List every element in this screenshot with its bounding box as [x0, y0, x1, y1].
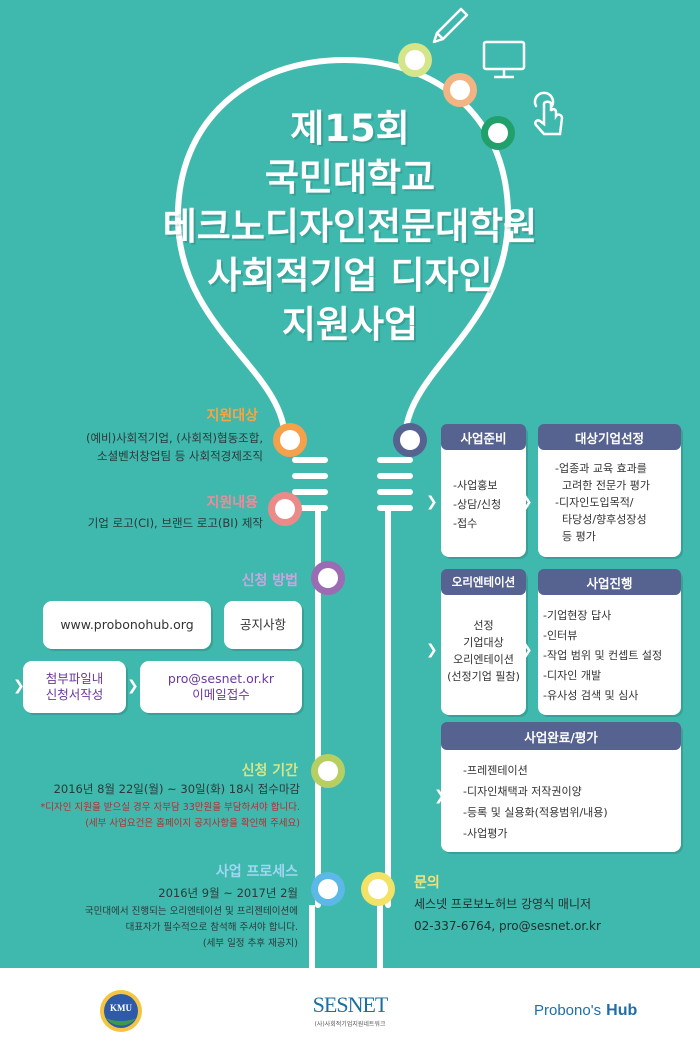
contact-line-1: 세스넷 프로보노허브 강영식 매니저	[414, 897, 592, 911]
email-submit-box[interactable]: pro@sesnet.or.kr 이메일접수	[140, 661, 302, 713]
hub-text: Hub	[606, 1002, 638, 1019]
process-notes: 국민대에서 진행되는 오리엔테이션 및 프리젠테이션에 대표자가 필수적으로 참…	[0, 904, 298, 952]
kmu-logo: KMU	[98, 988, 144, 1034]
complete-title: 사업완료/평가	[441, 722, 681, 750]
target-text: (예비)사회적기업, (사회적)협동조합, 소셜벤처창업팀 등 사회적경제조직	[3, 429, 263, 465]
notice-link[interactable]: 공지사항	[224, 601, 302, 649]
node-period	[311, 754, 345, 788]
title-line-2: 국민대학교	[264, 156, 436, 199]
select-item-1: -업종과 교육 효과를	[555, 462, 647, 475]
progress-item-1: -기업현장 답사	[543, 609, 612, 622]
prep-title: 사업준비	[441, 424, 526, 450]
probono-text: Probono's	[534, 1002, 602, 1019]
complete-body: -프레젠테이션 -디자인채택과 저작권이양 -등록 및 실용화(적용범위/내용)…	[463, 760, 608, 844]
attach-form-box: 첨부파일내 신청서작성	[23, 661, 126, 713]
target-line-2: 소셜벤처창업팀 등 사회적경제조직	[96, 449, 263, 463]
period-text: 2016년 8월 22일(월) ~ 30일(화) 18시 접수마감	[53, 782, 300, 796]
email-line-2: 이메일접수	[192, 687, 250, 702]
process-text: 2016년 9월 ~ 2017년 2월	[158, 886, 298, 900]
select-item-3: -디자인도입목적/	[555, 496, 634, 509]
progress-title: 사업진행	[538, 569, 681, 595]
complete-item-3: -등록 및 실용화(적용범위/내용)	[463, 806, 608, 819]
select-title: 대상기업선정	[538, 424, 681, 450]
kmu-emblem-icon	[100, 990, 142, 1032]
node-content	[268, 492, 302, 526]
top-node-peach	[443, 73, 477, 107]
prep-item-3: -접수	[453, 517, 478, 530]
select-item-5: 등 평가	[555, 530, 596, 543]
orientation-item-3: 오리엔테이션	[453, 653, 514, 666]
website-link[interactable]: www.probonohub.org	[43, 601, 211, 649]
top-node-lime	[398, 43, 432, 77]
node-process	[311, 872, 345, 906]
progress-item-4: -디자인 개발	[543, 669, 602, 682]
title-line-4: 사회적기업 디자인	[207, 254, 493, 297]
period-note-2: (세부 사업요건은 홈페이지 공지사항을 확인해 주세요)	[85, 818, 300, 829]
contact-line-2: 02-337-6764, pro@sesnet.or.kr	[414, 919, 601, 933]
poster-title: 제15회 국민대학교 테크노디자인전문대학원 사회적기업 디자인 지원사업	[0, 110, 700, 343]
chevron-right-icon: ❯	[127, 678, 139, 694]
target-label: 지원대상	[206, 408, 258, 424]
process-note-3: (세부 일정 추후 재공지)	[202, 938, 298, 949]
chevron-right-icon: ❯	[521, 642, 533, 658]
prep-body: -사업홍보 -상담/신청 -접수	[453, 476, 501, 533]
select-body: -업종과 교육 효과를 고려한 전문가 평가 -디자인도입목적/ 타당성/향후성…	[555, 460, 650, 545]
attach-line-2: 신청서작성	[45, 687, 104, 702]
prep-item-1: -사업홍보	[453, 479, 498, 492]
progress-item-2: -인터뷰	[543, 629, 578, 642]
kmu-text: KMU	[110, 1003, 132, 1013]
top-node-green	[481, 116, 515, 150]
probonohub-logo: Probono's Hub	[534, 1000, 637, 1020]
node-prep	[393, 423, 427, 457]
progress-item-3: -작업 범위 및 컨셉트 설정	[543, 649, 663, 662]
title-line-5: 지원사업	[281, 303, 419, 346]
target-line-1: (예비)사회적기업, (사회적)협동조합,	[85, 431, 263, 445]
content-label: 지원내용	[206, 495, 258, 511]
node-target	[273, 423, 307, 457]
chevron-right-icon: ❯	[521, 494, 533, 510]
complete-item-4: -사업평가	[463, 827, 508, 840]
attach-line-1: 첨부파일내	[45, 671, 104, 686]
orientation-item-2: 기업대상	[463, 636, 504, 649]
content-text: 기업 로고(CI), 브랜드 로고(BI) 제작	[87, 516, 263, 530]
orientation-body: 선정 기업대상 오리엔테이션 (선정기업 필참)	[441, 617, 526, 685]
orientation-item-1: 선정	[473, 619, 494, 632]
chevron-right-icon: ❯	[426, 494, 438, 510]
complete-item-2: -디자인채택과 저작권이양	[463, 785, 582, 798]
period-label: 신청 기간	[241, 763, 298, 779]
contact-label: 문의	[414, 875, 440, 891]
node-contact	[361, 872, 395, 906]
touch-hand-icon	[533, 91, 564, 136]
method-label: 신청 방법	[241, 573, 298, 589]
sesnet-text: SESNET	[312, 992, 389, 1017]
progress-item-5: -유사성 검색 및 심사	[543, 689, 639, 702]
chevron-right-icon: ❯	[434, 788, 446, 804]
complete-item-1: -프레젠테이션	[463, 764, 528, 777]
contact-text: 세스넷 프로보노허브 강영식 매니저 02-337-6764, pro@sesn…	[414, 893, 601, 937]
node-method	[311, 561, 345, 595]
chevron-right-icon: ❯	[426, 642, 438, 658]
progress-body: -기업현장 답사 -인터뷰 -작업 범위 및 컨셉트 설정 -디자인 개발 -유…	[543, 606, 662, 706]
orientation-title: 오리엔테이션	[441, 569, 526, 595]
prep-item-2: -상담/신청	[453, 498, 502, 511]
process-label: 사업 프로세스	[215, 864, 298, 880]
poster: 제15회 국민대학교 테크노디자인전문대학원 사회적기업 디자인 지원사업 지원…	[0, 0, 700, 968]
period-note-1: *디자인 지원을 받으실 경우 자부담 33만원을 부담하셔야 합니다.	[40, 802, 301, 813]
footer: KMU SESNET (사)사회적기업지원네트워크 Probono's Hub	[0, 968, 700, 1055]
orientation-item-4: (선정기업 필참)	[447, 670, 520, 683]
process-note-1: 국민대에서 진행되는 오리엔테이션 및 프리젠테이션에	[84, 906, 298, 917]
title-line-3: 테크노디자인전문대학원	[162, 205, 538, 248]
sesnet-subtitle: (사)사회적기업지원네트워크	[314, 1021, 386, 1028]
pencil-icon	[432, 7, 469, 44]
lightbulb-graphic	[174, 7, 564, 968]
monitor-icon	[482, 40, 526, 79]
select-item-2: 고려한 전문가 평가	[555, 479, 650, 492]
process-note-2: 대표자가 필수적으로 참석해 주셔야 합니다.	[125, 922, 298, 933]
email-line-1: pro@sesnet.or.kr	[167, 671, 275, 686]
select-item-4: 타당성/향후성장성	[555, 513, 647, 526]
title-line-1: 제15회	[290, 107, 410, 150]
chevron-right-icon: ❯	[13, 678, 25, 694]
sesnet-logo: SESNET (사)사회적기업지원네트워크	[300, 992, 400, 1028]
